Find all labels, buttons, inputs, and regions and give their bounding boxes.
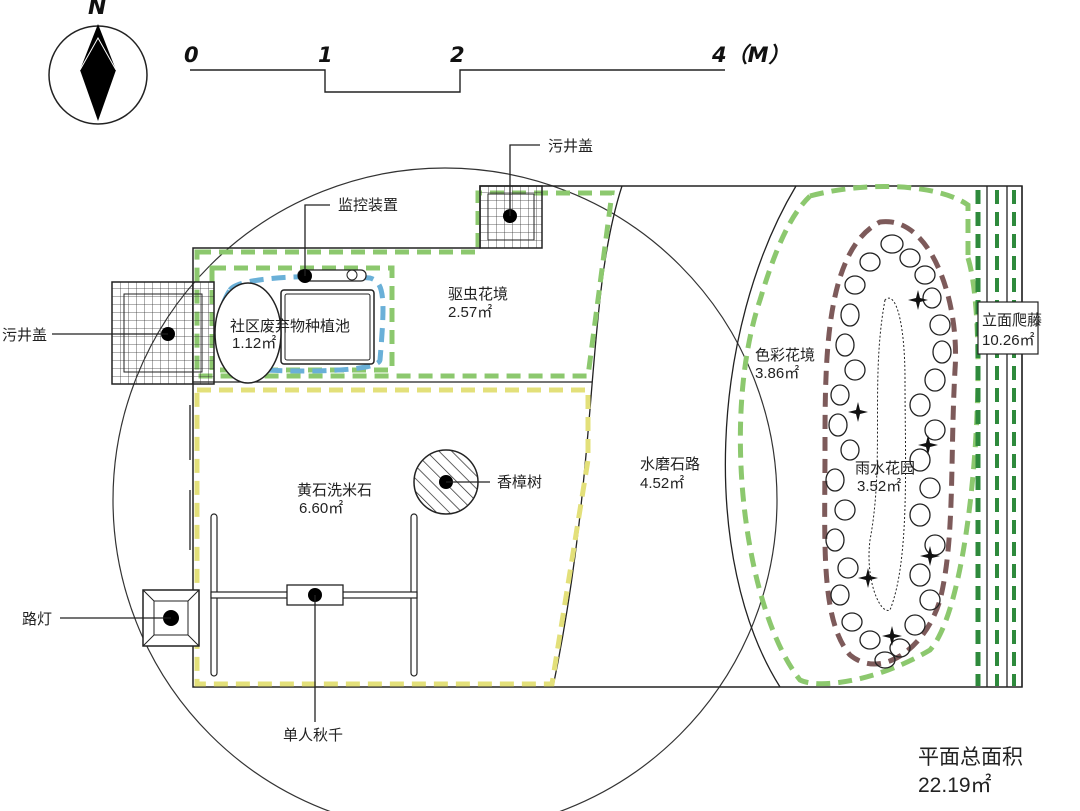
monitor-device — [297, 269, 367, 283]
swing-label: 单人秋千 — [283, 727, 343, 744]
pest-border-name: 驱虫花境 — [448, 285, 508, 303]
labels: 污井盖 监控装置 污井盖 社区废弃物种植池 1.12㎡ 驱虫花境 2.57㎡ 香… — [2, 138, 1042, 797]
rain-garden-plants — [848, 290, 940, 646]
plant-icon — [882, 626, 902, 646]
plant-icon — [848, 402, 868, 422]
leader-lines — [52, 144, 540, 722]
plant-icon — [920, 546, 940, 566]
manhole-left — [111, 281, 215, 385]
monitor-label: 监控装置 — [338, 197, 398, 214]
color-border-name: 色彩花境 — [755, 346, 815, 364]
vertical-vine-area: 10.26㎡ — [982, 332, 1035, 349]
waste-pool-area: 1.12㎡ — [232, 335, 276, 352]
rain-garden-name: 雨水花园 — [855, 460, 915, 477]
rain-garden-area: 3.52㎡ — [857, 478, 901, 495]
north-label: N — [88, 0, 106, 20]
manhole-left-label: 污井盖 — [2, 327, 47, 344]
terrazzo-area: 4.52㎡ — [640, 475, 684, 492]
scale-tick-0: 0 — [184, 43, 199, 67]
rain-garden-outline — [822, 219, 959, 667]
plant-icon — [908, 290, 928, 310]
rain-garden-stones — [825, 234, 952, 669]
yellow-stone-name: 黄石洗米石 — [297, 482, 372, 499]
total-area-title: 平面总面积 — [918, 746, 1023, 769]
compass: N — [48, 0, 148, 125]
manhole-top-label: 污井盖 — [548, 138, 593, 155]
terrazzo-name: 水磨石路 — [640, 456, 700, 473]
scale-bar: 0 1 2 4（M） — [184, 43, 790, 93]
color-border-outline — [737, 184, 981, 687]
manhole-top — [479, 185, 543, 249]
vine-label-box — [977, 301, 1039, 355]
plant-icon — [918, 435, 938, 455]
vertical-vine-name: 立面爬藤 — [982, 312, 1042, 329]
waste-planting-pool — [214, 282, 375, 384]
total-area-value: 22.19㎡ — [918, 773, 992, 797]
yellow-stone-outline — [194, 387, 591, 687]
scale-tick-1: 1 — [318, 43, 333, 67]
pest-border-outline — [194, 190, 615, 379]
camphor-tree-label: 香樟树 — [497, 473, 542, 491]
north-arrow-icon — [80, 24, 116, 121]
color-border-area: 3.86㎡ — [755, 365, 799, 382]
pest-border-area: 2.57㎡ — [448, 304, 492, 321]
scale-tick-4: 4（M） — [711, 43, 790, 67]
yellow-stone-area: 6.60㎡ — [299, 500, 343, 517]
waste-pool-name: 社区废弃物种植池 — [230, 318, 350, 335]
swing-frame — [210, 513, 418, 677]
scale-tick-2: 2 — [450, 43, 465, 67]
plant-icon — [858, 568, 878, 588]
street-lamp-label: 路灯 — [22, 611, 52, 628]
